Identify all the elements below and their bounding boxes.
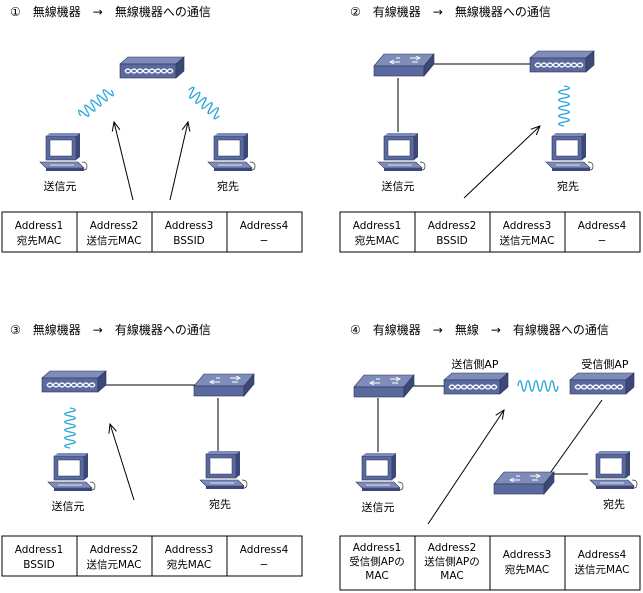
destination-label: 宛先 xyxy=(603,497,625,511)
pc-icon xyxy=(47,452,96,492)
access-point-icon xyxy=(119,56,185,79)
table-cell: Address2 xyxy=(428,220,477,232)
destination-label: 宛先 xyxy=(209,497,231,511)
access-point-icon xyxy=(529,50,595,73)
panel-1: ① 無線機器 → 無線機器への通信 送信元 宛先 Address1 宛先MAC … xyxy=(1,4,303,253)
access-point-icon xyxy=(443,372,509,395)
table-cell: Address1 xyxy=(15,220,64,232)
table-cell: 送信側APの xyxy=(424,555,480,568)
table-cell: 送信元MAC xyxy=(575,563,630,576)
panel-3: ③ 無線機器 → 有線機器への通信 送信元 宛先 Address1 BSSID … xyxy=(1,322,303,577)
table-cell: − xyxy=(598,235,607,247)
table-cell: Address2 xyxy=(90,544,139,556)
pc-icon xyxy=(39,132,88,172)
table-cell: 受信側APの xyxy=(349,555,405,568)
switch-icon xyxy=(353,374,415,398)
switch-icon xyxy=(373,53,435,77)
pc-icon xyxy=(377,132,426,172)
pc-icon xyxy=(207,132,256,172)
pc-icon xyxy=(589,450,638,490)
table-cell: BSSID xyxy=(173,235,205,247)
source-label: 送信元 xyxy=(362,500,395,514)
address-table: Address1 宛先MAC Address2 BSSID Address3 送… xyxy=(339,211,641,253)
arrow-icon xyxy=(463,126,540,199)
arrow-icon xyxy=(110,424,135,501)
table-cell: Address3 xyxy=(503,220,552,232)
wireless-coil-icon xyxy=(63,407,77,449)
table-cell: 宛先MAC xyxy=(505,563,549,576)
address-table: Address1 BSSID Address2 送信元MAC Address3 … xyxy=(1,535,303,577)
table-cell: MAC xyxy=(365,570,388,582)
pc-icon xyxy=(199,450,248,490)
address-table: Address1 受信側APの MAC Address2 送信側APの MAC … xyxy=(339,535,641,591)
table-cell: Address4 xyxy=(578,220,627,232)
wireless-coil-icon xyxy=(517,379,559,393)
table-cell: MAC xyxy=(440,570,463,582)
table-cell: − xyxy=(260,559,269,571)
panel-1-title: ① 無線機器 → 無線機器への通信 xyxy=(10,4,211,19)
arrow-icon xyxy=(427,410,504,525)
source-label: 送信元 xyxy=(44,179,77,193)
table-cell: Address3 xyxy=(165,544,214,556)
arrow-icon xyxy=(114,122,134,201)
wireless-coil-icon xyxy=(184,84,224,122)
access-point-icon xyxy=(569,372,635,395)
table-cell: 送信元MAC xyxy=(500,234,555,247)
arrow-icon xyxy=(169,122,188,201)
table-cell: Address2 xyxy=(90,220,139,232)
switch-icon xyxy=(193,373,255,397)
destination-label: 宛先 xyxy=(557,179,579,193)
wireless-coil-icon xyxy=(76,84,116,122)
source-label: 送信元 xyxy=(52,499,85,513)
panel-2-title: ② 有線機器 → 無線機器への通信 xyxy=(350,4,551,19)
table-cell: Address2 xyxy=(428,542,477,554)
table-cell: 宛先MAC xyxy=(17,234,61,247)
panel-3-title: ③ 無線機器 → 有線機器への通信 xyxy=(10,322,211,337)
table-cell: Address4 xyxy=(578,549,627,561)
switch-icon xyxy=(493,471,555,495)
sender-ap-label: 送信側AP xyxy=(451,357,499,371)
table-cell: Address1 xyxy=(15,544,64,556)
table-cell: BSSID xyxy=(23,559,55,571)
address-table: Address1 宛先MAC Address2 送信元MAC Address3 … xyxy=(1,211,303,253)
pc-icon xyxy=(355,452,404,492)
table-cell: 宛先MAC xyxy=(355,234,399,247)
source-label: 送信元 xyxy=(382,179,415,193)
table-cell: Address4 xyxy=(240,220,289,232)
destination-label: 宛先 xyxy=(217,179,239,193)
table-cell: 送信元MAC xyxy=(87,558,142,571)
panel-4: ④ 有線機器 → 無線 → 有線機器への通信 送信側AP 受信側AP 送信元 宛… xyxy=(339,322,641,591)
table-cell: − xyxy=(260,235,269,247)
panel-2: ② 有線機器 → 無線機器への通信 送信元 宛先 Address1 宛先MAC … xyxy=(339,4,641,253)
wireless-coil-icon xyxy=(557,85,571,127)
access-point-icon xyxy=(41,370,107,393)
table-cell: 送信元MAC xyxy=(87,234,142,247)
table-cell: 宛先MAC xyxy=(167,558,211,571)
table-cell: Address3 xyxy=(503,549,552,561)
panel-4-title: ④ 有線機器 → 無線 → 有線機器への通信 xyxy=(350,322,609,337)
table-cell: Address1 xyxy=(353,542,402,554)
table-cell: Address3 xyxy=(165,220,214,232)
pc-icon xyxy=(545,132,594,172)
receiver-ap-label: 受信側AP xyxy=(581,358,629,371)
table-cell: BSSID xyxy=(436,235,468,247)
table-cell: Address1 xyxy=(353,220,402,232)
table-cell: Address4 xyxy=(240,544,289,556)
